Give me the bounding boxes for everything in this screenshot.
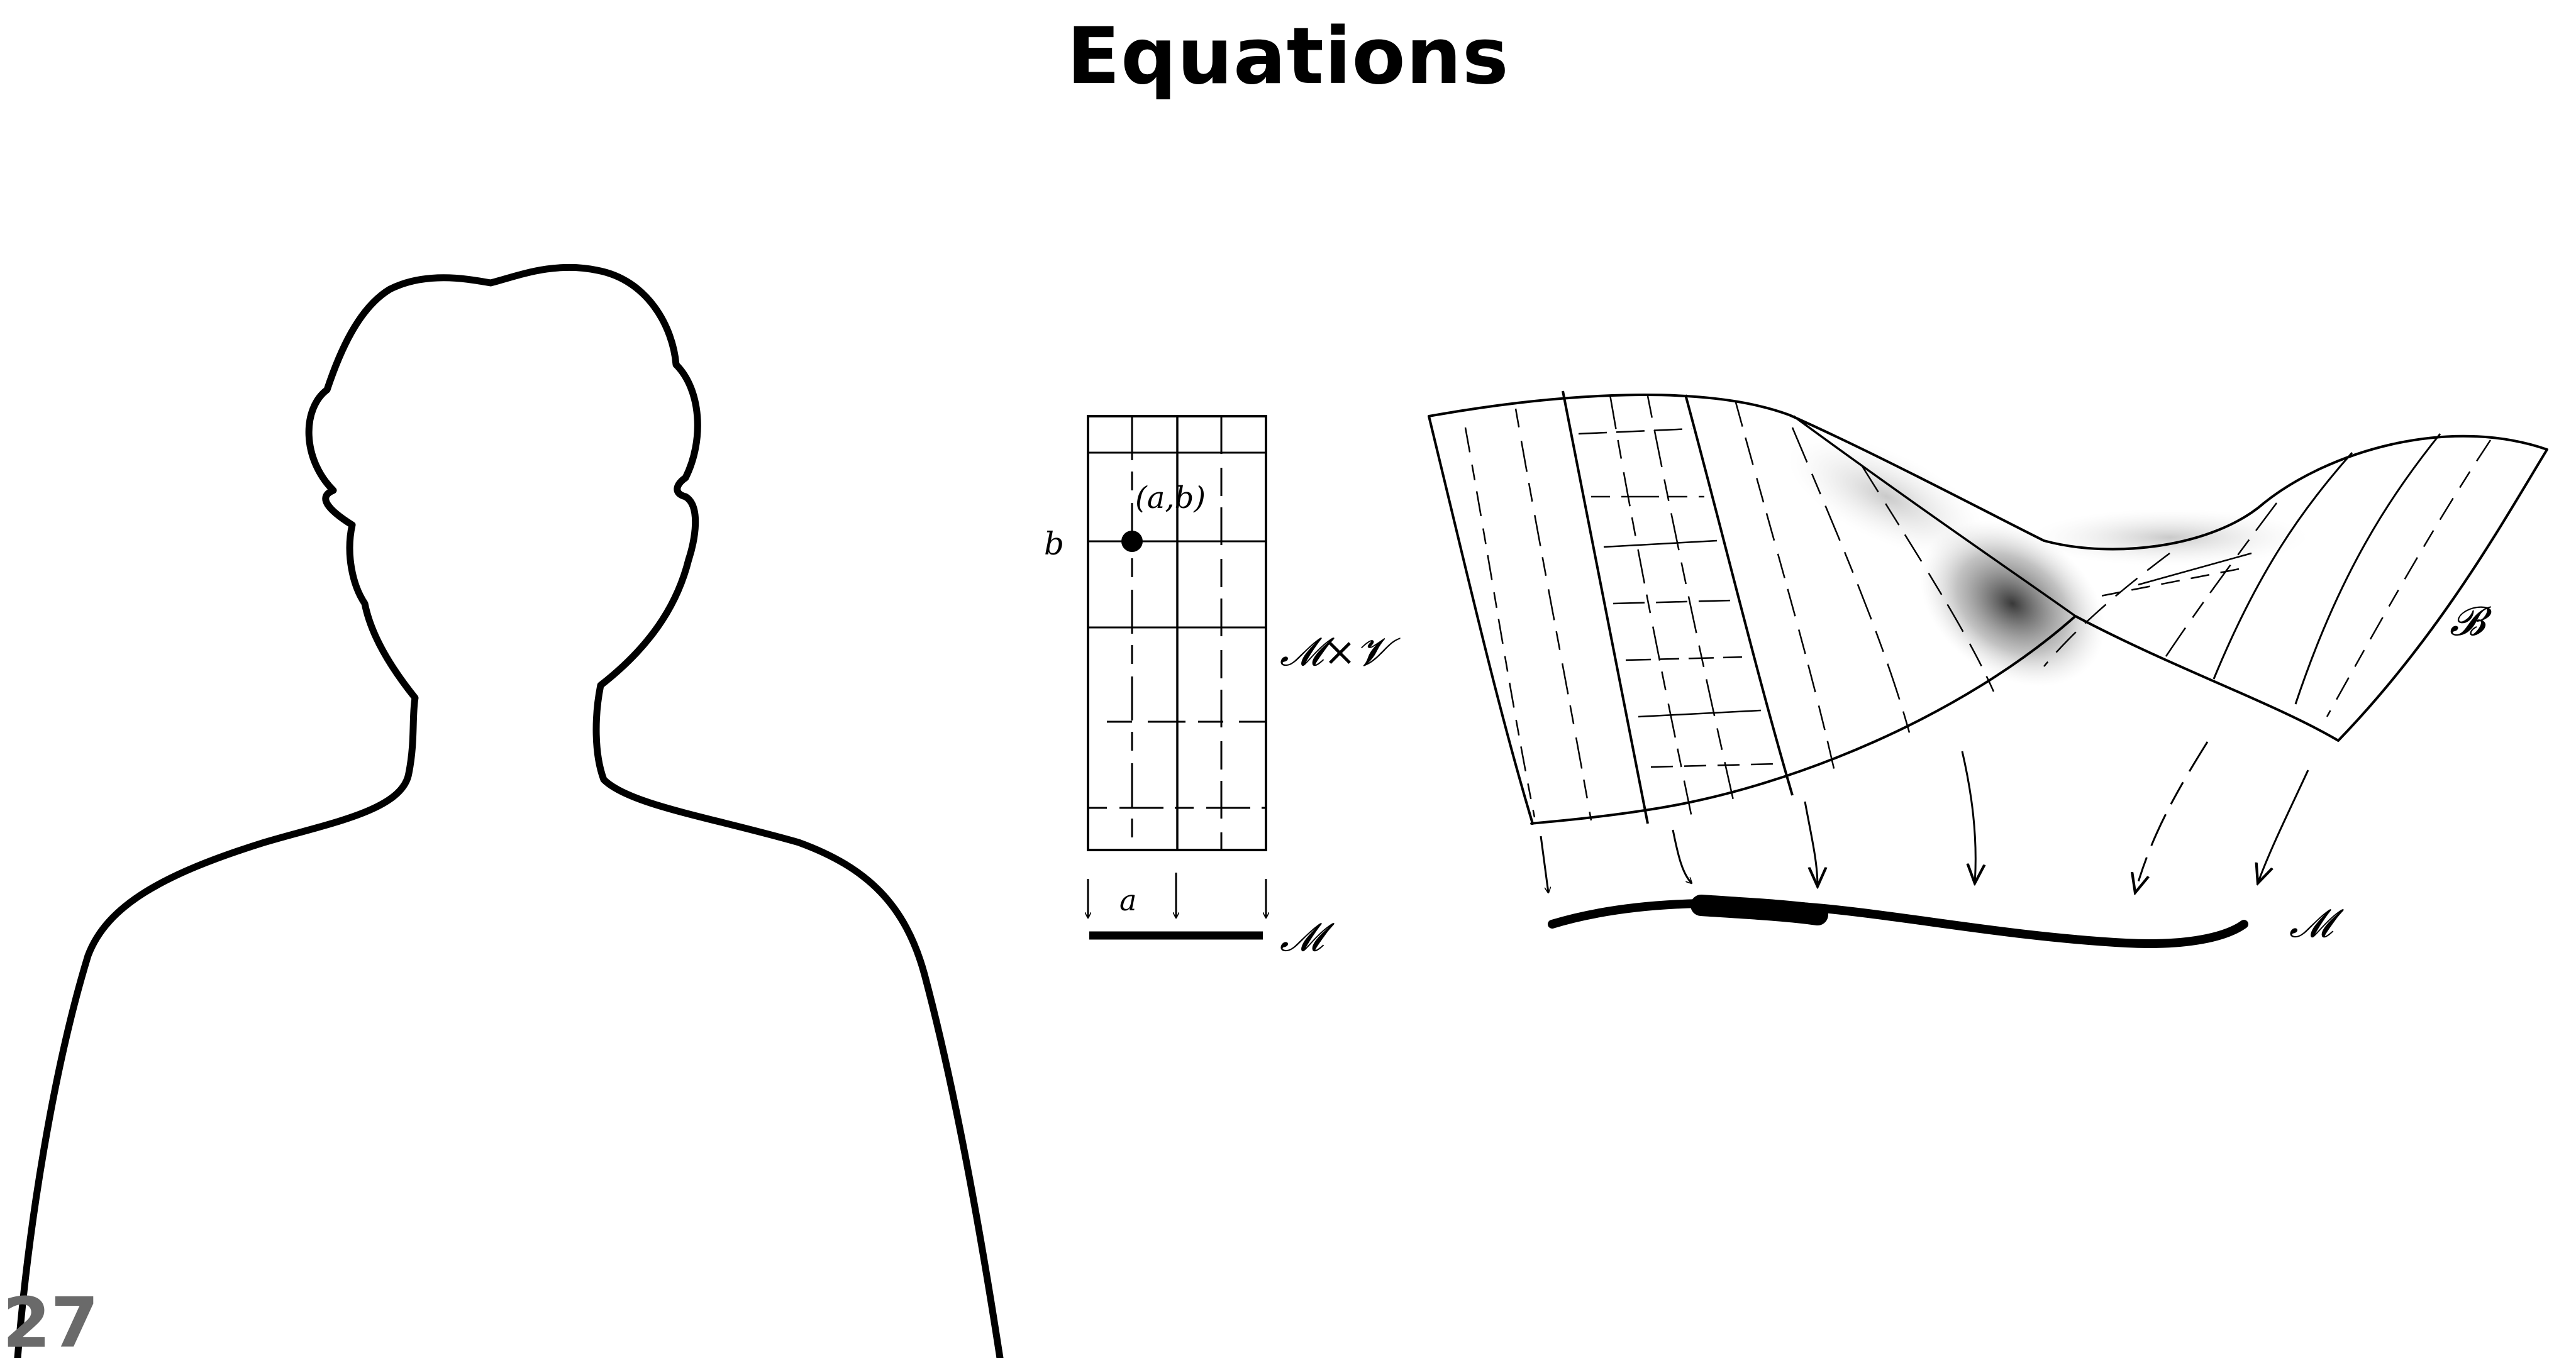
point-ab: [1121, 531, 1143, 552]
product-space-diagram: (a,b) b 𝓜×𝓥 a 𝓜: [1044, 415, 1401, 960]
point-ab-label: (a,b): [1135, 480, 1206, 516]
fiber-bundle-diagram: 𝓑 𝓜: [1428, 390, 2548, 948]
product-base-label: 𝓜: [1280, 914, 1335, 960]
person-silhouette: [14, 263, 1004, 1358]
slide-title: Equations: [1067, 11, 1509, 102]
bundle-base-curve: [1548, 898, 2248, 948]
coord-b-label: b: [1044, 526, 1064, 562]
bundle-surface: [1428, 394, 2548, 825]
product-space-label: 𝓜×𝓥: [1280, 629, 1401, 675]
total-space-label: 𝓑: [2450, 599, 2492, 645]
page-number: 27: [3, 1283, 99, 1363]
coord-a-label: a: [1119, 883, 1136, 917]
bundle-base-label: 𝓜: [2289, 900, 2344, 946]
